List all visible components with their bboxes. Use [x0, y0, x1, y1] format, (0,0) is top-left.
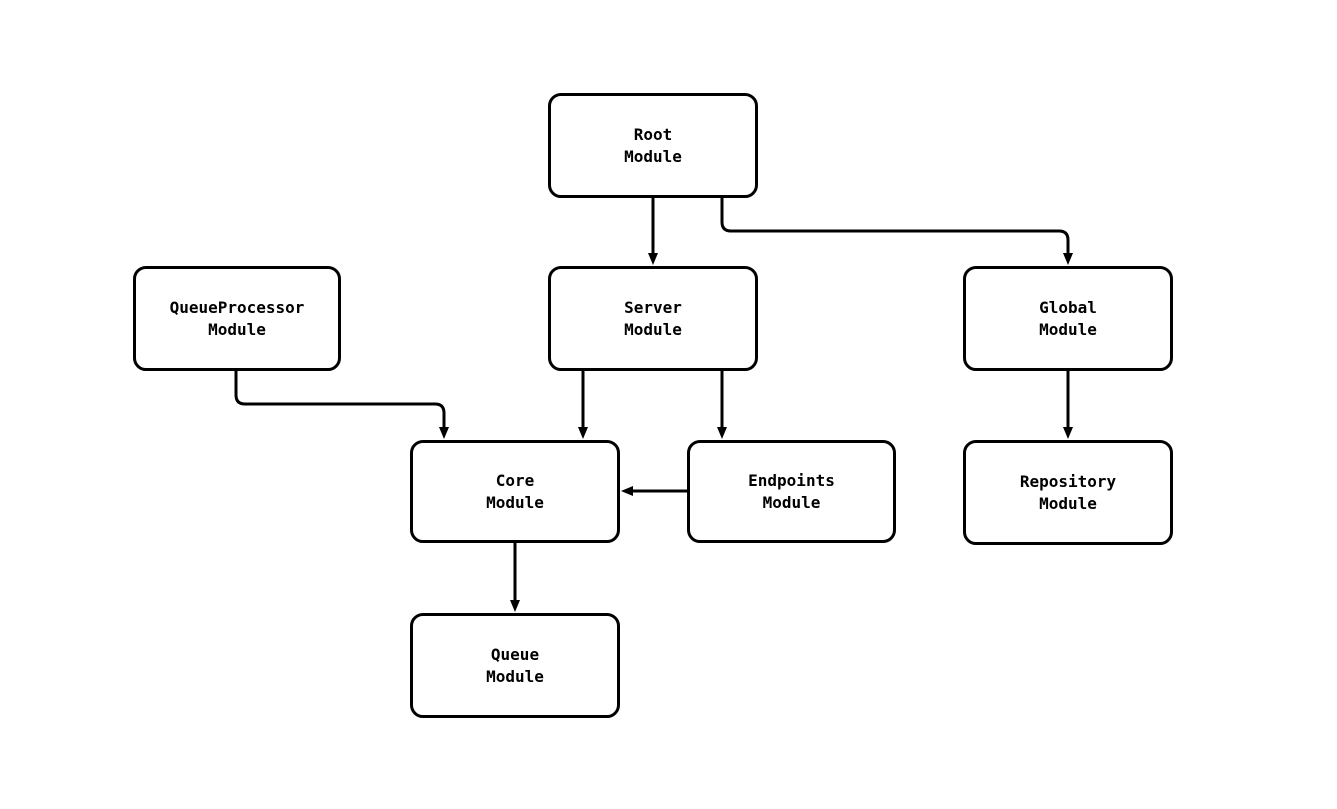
node-endpoints-module-label-line1: Endpoints	[748, 470, 835, 490]
node-repository-module[interactable]: Repository Module	[963, 440, 1173, 545]
node-root-module[interactable]: Root Module	[548, 93, 758, 198]
node-repository-module-label-line1: Repository	[1019, 471, 1117, 491]
node-root-module-label-line1: Root	[633, 124, 673, 144]
node-server-module[interactable]: Server Module	[548, 266, 758, 371]
node-server-module-label-line2: Module	[624, 319, 682, 339]
node-global-module-label-line1: Global	[1039, 297, 1097, 317]
node-repository-module-label-line2: Module	[1039, 493, 1097, 513]
node-endpoints-module-label-line2: Module	[762, 492, 821, 512]
node-queue-module[interactable]: Queue Module	[410, 613, 620, 718]
node-global-module-label-line2: Module	[1039, 319, 1097, 339]
node-global-module[interactable]: Global Module	[963, 266, 1173, 371]
node-queueprocessor-module[interactable]: QueueProcessor Module	[133, 266, 341, 371]
node-core-module-label-line2: Module	[486, 492, 544, 512]
node-endpoints-module[interactable]: Endpoints Module	[687, 440, 896, 543]
node-root-module-label-line2: Module	[624, 146, 682, 166]
edge-root-to-global	[720, 198, 1073, 265]
node-queueprocessor-module-label-line1: QueueProcessor	[169, 297, 305, 317]
node-queueprocessor-module-label-line2: Module	[208, 319, 266, 339]
node-core-module[interactable]: Core Module	[410, 440, 620, 543]
node-server-module-label-line1: Server	[624, 297, 682, 317]
node-core-module-label-line1: Core	[495, 470, 535, 490]
node-queue-module-label-line1: Queue	[490, 644, 540, 664]
edge-queueprocessor-to-core	[234, 371, 449, 439]
node-queue-module-label-line2: Module	[486, 666, 544, 686]
